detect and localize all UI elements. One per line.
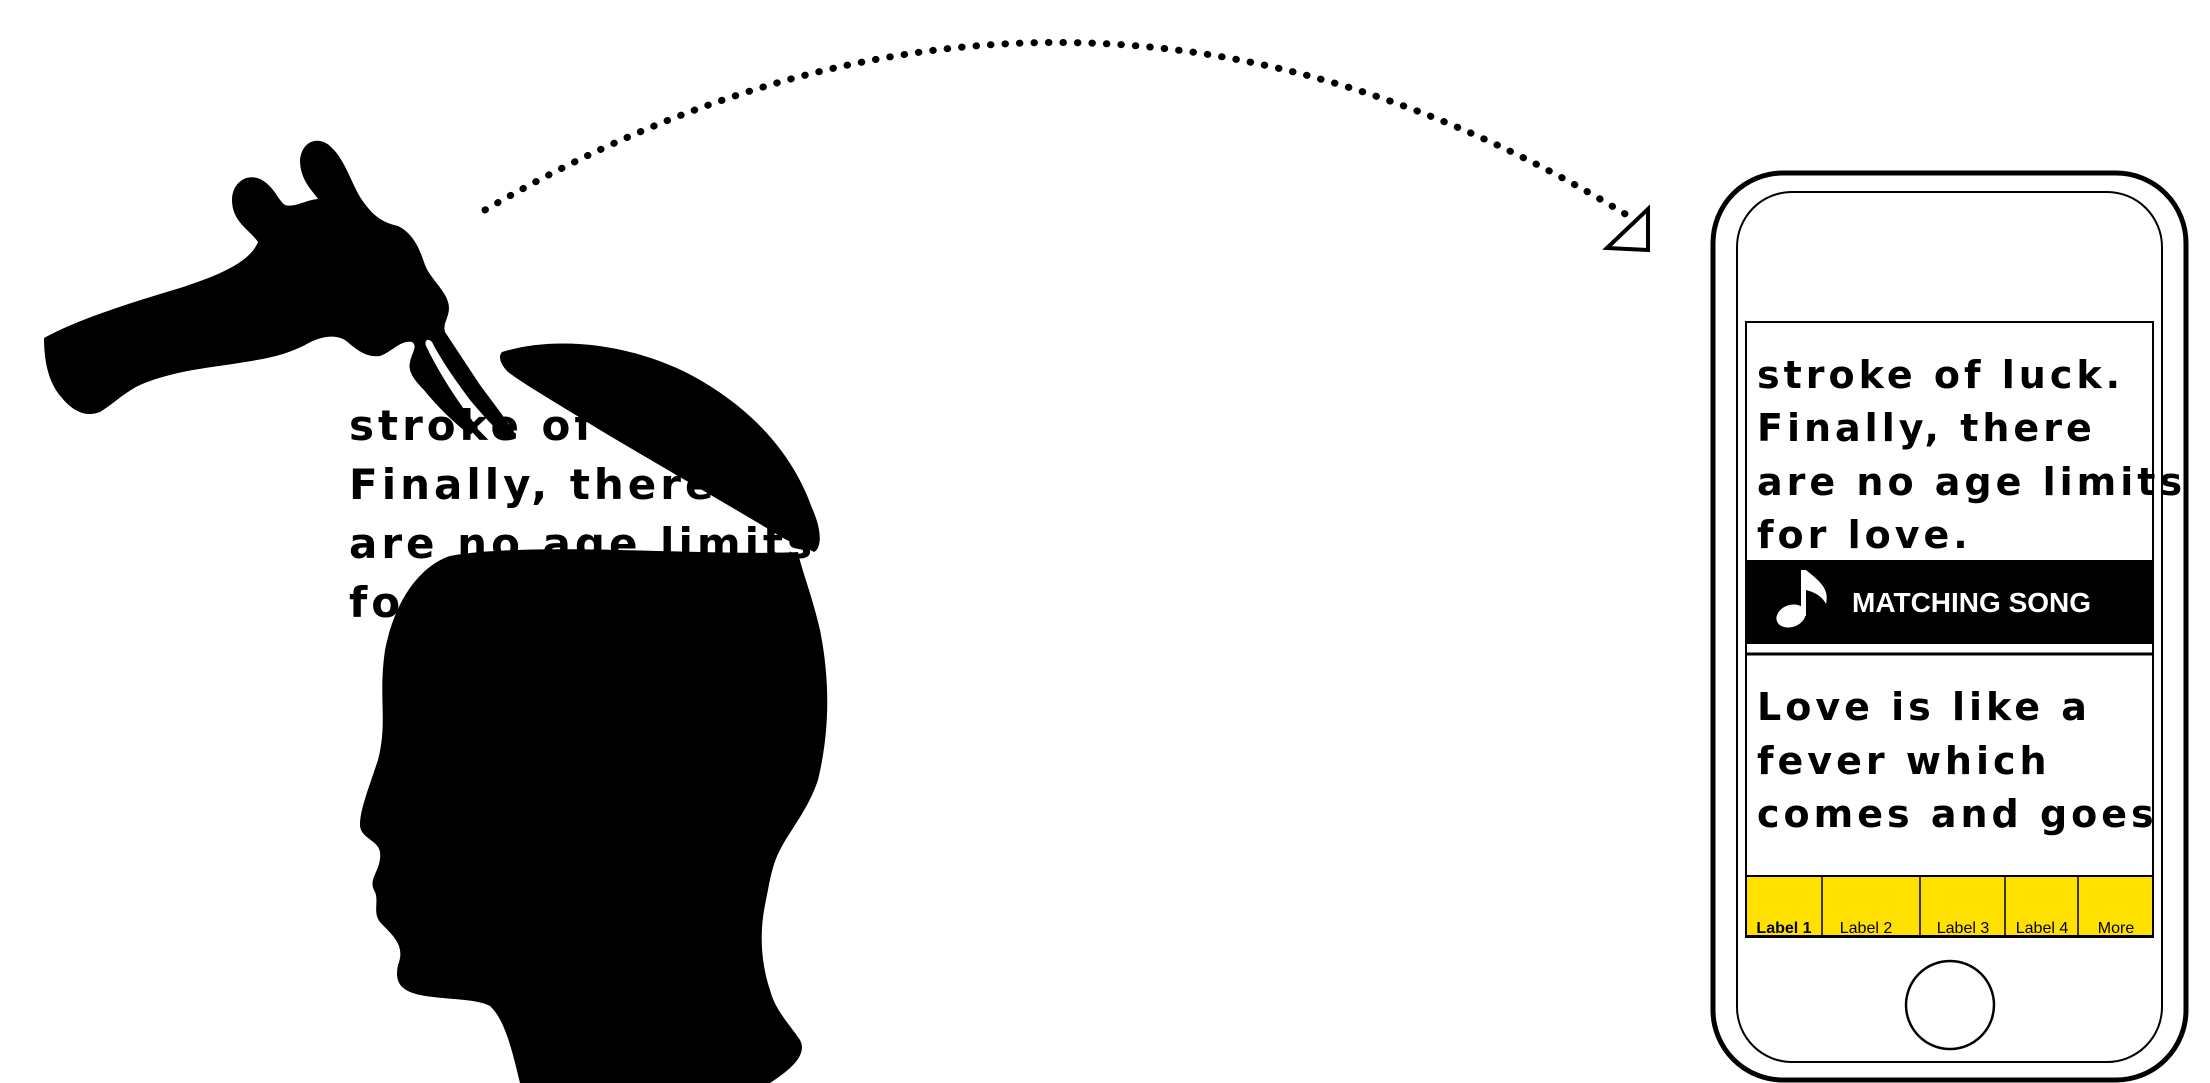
- home-button-icon[interactable]: [1906, 961, 1994, 1049]
- card-line: Love is like a: [1757, 685, 2091, 729]
- card-line: stroke of luck.: [1757, 353, 2124, 397]
- tab-label-1[interactable]: Label 1: [1756, 920, 1811, 937]
- tab-bar: Label 1 Label 2 Label 3 Label 4 More: [1746, 876, 2153, 937]
- dotted-arrow-path: [485, 42, 1635, 220]
- phone: stroke of luck. Finally, there are no ag…: [1713, 173, 2186, 1080]
- tab-label-2[interactable]: Label 2: [1840, 920, 1893, 937]
- card-line: Finally, there: [1757, 406, 2096, 450]
- card-line: for love.: [1757, 513, 1972, 557]
- matching-song-button[interactable]: MATCHING SONG: [1746, 560, 2153, 644]
- tab-label-3[interactable]: Label 3: [1937, 920, 1990, 937]
- dotted-arrow: [485, 42, 1648, 250]
- matching-song-label[interactable]: MATCHING SONG: [1852, 587, 2091, 618]
- card-line: fever which: [1757, 739, 2051, 783]
- card-line: are no age limits: [1757, 460, 2186, 504]
- head-text-line: Finally, there: [349, 460, 717, 509]
- head-silhouette-icon: [360, 549, 827, 1083]
- tab-label-4[interactable]: Label 4: [2016, 920, 2069, 937]
- card-line: comes and goes: [1757, 792, 2158, 836]
- tab-more[interactable]: More: [2098, 920, 2135, 937]
- giraffe-icon: [44, 141, 516, 440]
